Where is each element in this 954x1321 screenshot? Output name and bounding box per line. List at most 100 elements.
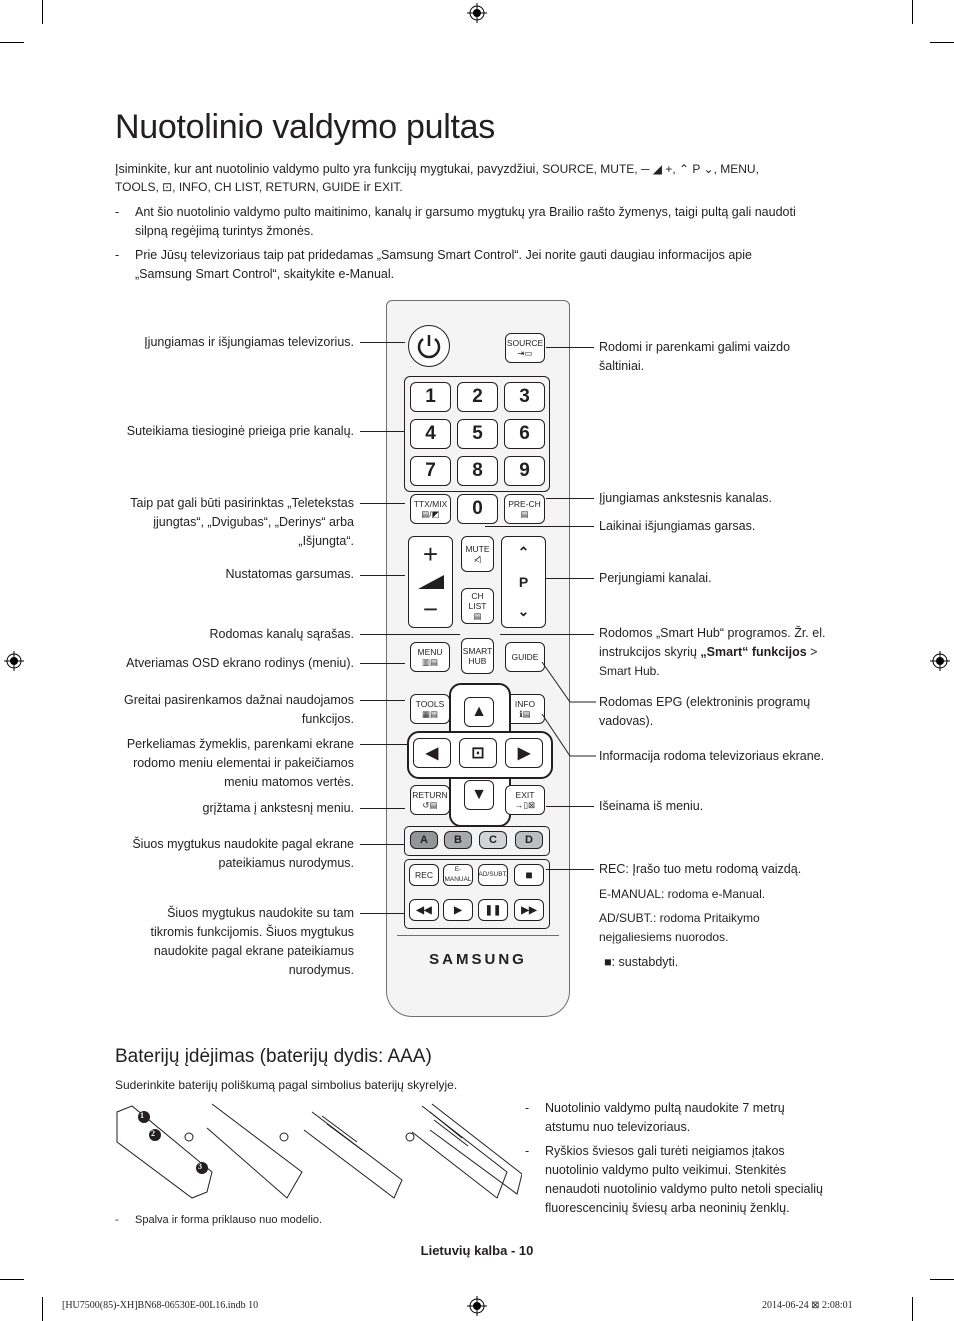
guide-label: GUIDE <box>511 652 539 662</box>
leader-line <box>546 498 594 499</box>
digit-label: 4 <box>425 423 436 444</box>
label-return: grįžtama į ankstesnį meniu. <box>202 801 354 815</box>
note-item: -Prie Jūsų televizoriaus taip pat prided… <box>115 246 835 286</box>
play-icon: ▶ <box>454 904 462 916</box>
digit-label: 9 <box>519 460 530 481</box>
label-channel: Perjungiami kanalai. <box>599 571 712 585</box>
ttx-label: TTX/MIX <box>413 499 448 509</box>
label-chlist: Rodomas kanalų sąrašas. <box>209 627 354 641</box>
emanual-label: E-MANUAL <box>444 866 472 883</box>
label-menu: Atveriamas OSD ekrano rodinys (meniu). <box>126 656 354 670</box>
digit-3-button: 3 <box>504 382 545 412</box>
leader-line <box>360 663 405 664</box>
right-button: ▶ <box>505 738 543 768</box>
label-text: instrukcijos skyrių <box>599 645 701 659</box>
color-key-label: D <box>525 834 533 846</box>
intro-keys: EXIT. <box>374 180 403 194</box>
digit-label: 8 <box>472 460 483 481</box>
channel-rocker: ⌃ P ⌄ <box>501 536 546 628</box>
label-exit: Išeinama iš meniu. <box>599 799 704 813</box>
page-footer: Lietuvių kalba - 10 <box>420 1243 534 1258</box>
leader-line <box>541 713 596 757</box>
return-label: RETURN <box>412 790 448 800</box>
digit-label: 5 <box>472 423 483 444</box>
tools-label: TOOLS <box>415 699 445 709</box>
label-info: Informacija rodoma televizoriaus ekrane. <box>599 749 825 763</box>
crop-mark <box>42 1297 43 1321</box>
arrow-up-icon: ▲ <box>471 703 487 720</box>
label-text: neįgaliesiems nuorodos <box>599 930 726 944</box>
source-button: SOURCE⇥▭ <box>505 333 545 363</box>
crop-mark <box>0 42 24 43</box>
label-emphasis: „Smart“ funkcijos <box>700 645 807 659</box>
source-icon: ⇥▭ <box>517 348 533 358</box>
leader-line <box>500 634 594 635</box>
left-button: ◀ <box>413 738 451 768</box>
label-nav-1: Perkeliamas žymeklis, parenkami ekrane <box>126 737 354 751</box>
tip-line: nenaudoti nuotolinio valdymo pulto netol… <box>545 1182 823 1196</box>
info-icon: ℹ▤ <box>519 709 531 719</box>
return-icon: ↺▤ <box>422 800 438 810</box>
leader-line <box>360 431 405 432</box>
battery-tip: -Ryškios šviesos gali turėti neigiamos į… <box>525 1142 855 1220</box>
label-text: . <box>761 887 766 901</box>
label-source-2: šaltiniai. <box>599 359 645 373</box>
teletext-icon: ▤/◩ <box>421 509 440 519</box>
step-2-icon <box>149 1129 161 1141</box>
step-1-label: 1 <box>140 1111 144 1120</box>
color-key-label: B <box>454 834 462 846</box>
label-media-4: nurodymus. <box>288 963 354 977</box>
crop-mark <box>912 0 913 24</box>
fast-forward-button: ▶▶ <box>514 899 544 921</box>
tools-icon: ▦▤ <box>421 709 439 719</box>
media-keys-frame <box>404 859 550 929</box>
pause-button: ❚❚ <box>478 899 508 921</box>
battery-tip: -Nuotolinio valdymo pultą naudokite 7 me… <box>525 1099 855 1139</box>
adsubt-label: AD/SUBT. <box>478 871 508 878</box>
digit-1-button: 1 <box>410 382 451 412</box>
channel-label: P <box>518 573 529 590</box>
label-smarthub-2: instrukcijos skyrių „Smart“ funkcijos > <box>599 643 849 662</box>
ch-list-button: CH LIST▤ <box>461 588 494 624</box>
label-text: REC <box>599 862 626 876</box>
registration-mark-icon <box>467 1296 487 1316</box>
label-color-1: Šiuos mygtukus naudokite pagal ekrane <box>132 837 354 851</box>
pre-ch-button: PRE-CH▤ <box>504 494 545 524</box>
ttx-mix-button: TTX/MIX▤/◩ <box>410 494 451 524</box>
digit-2-button: 2 <box>457 382 498 412</box>
rewind-button: ◀◀ <box>409 899 439 921</box>
tip-line: Nuotolinio valdymo pultą naudokite 7 met… <box>545 1101 785 1115</box>
color-key-a: A <box>410 831 438 849</box>
plus-icon: + <box>422 539 439 570</box>
prech-icon: ▤ <box>520 509 529 519</box>
label-text: . <box>656 664 660 678</box>
leader-line <box>360 913 405 914</box>
arrow-down-icon: ▼ <box>471 786 487 803</box>
label-source-1: Rodomi ir parenkami galimi vaizdo <box>599 340 791 354</box>
tip-line: atstumu nuo televizoriaus. <box>545 1120 691 1134</box>
remote-control-illustration: SOURCE⇥▭ 1 2 3 4 5 6 7 8 9 TTX/MIX▤/◩ 0 … <box>386 300 570 1017</box>
tip-line: Ryškios šviesos gali turėti neigiamos įt… <box>545 1144 785 1158</box>
print-slug-left: [HU7500(85)-XH]BN68-06530E-00L16.indb 10 <box>62 1300 259 1311</box>
fast-forward-icon: ▶▶ <box>521 904 537 916</box>
registration-mark-icon <box>467 3 487 23</box>
play-button: ▶ <box>443 899 473 921</box>
crop-mark <box>912 1297 913 1321</box>
label-mute: Laikinai išjungiamas garsas. <box>599 519 756 533</box>
prech-label: PRE-CH <box>508 499 541 509</box>
digit-label: 1 <box>425 386 436 407</box>
color-key-b: B <box>444 831 472 849</box>
up-button: ▲ <box>464 697 494 727</box>
label-media-3: naudokite pagal ekrane pateikiamus <box>153 944 354 958</box>
tip-line: fluorescencinių šviesų arba neoninių žen… <box>545 1201 790 1215</box>
crop-mark <box>0 1279 24 1280</box>
label-smarthub-3: Smart Hub. <box>599 662 849 681</box>
stop-button: ■ <box>514 864 544 886</box>
power-icon <box>417 335 441 359</box>
hub-label: HUB <box>468 656 487 666</box>
crop-mark <box>930 1279 954 1280</box>
leader-line <box>360 808 405 809</box>
chlist-label: CH LIST <box>468 591 487 611</box>
exit-button: EXIT→▯⊠ <box>505 785 545 815</box>
